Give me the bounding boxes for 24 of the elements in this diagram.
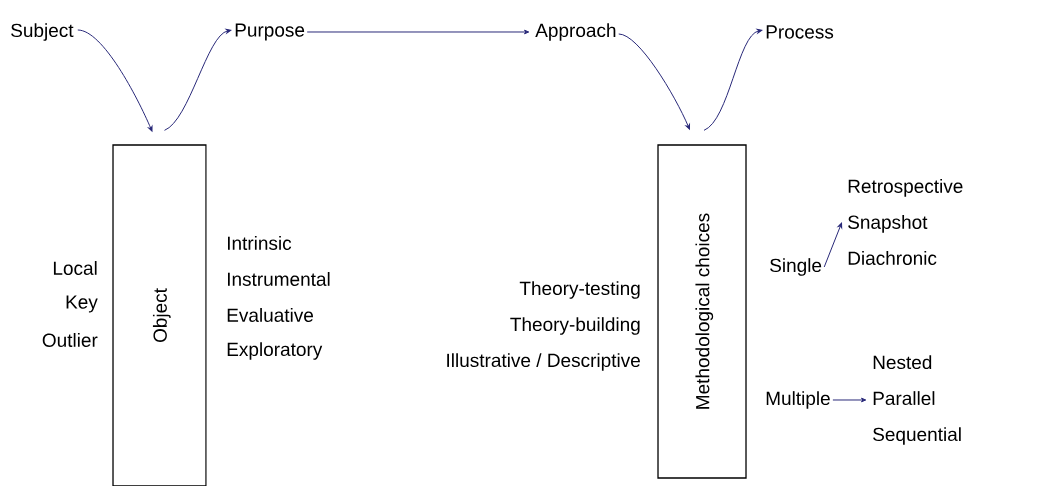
text-list: Nested Parallel Sequential bbox=[873, 355, 961, 445]
label: Theory-building bbox=[510, 317, 640, 335]
text-box: Object bbox=[112, 144, 207, 486]
arrow bbox=[703, 28, 763, 131]
arrow bbox=[823, 222, 843, 268]
arrow bbox=[832, 397, 867, 403]
label: Process bbox=[766, 25, 834, 39]
text-box: Methodological choices bbox=[657, 144, 747, 479]
label: Subject bbox=[11, 23, 74, 41]
label: Purpose bbox=[235, 23, 305, 41]
label: Evaluative bbox=[227, 308, 313, 322]
label: Illustrative / Descriptive bbox=[447, 353, 640, 371]
text-list: Retrospective Snapshot Diachronic bbox=[848, 179, 963, 265]
label: Multiple bbox=[766, 391, 830, 409]
label: Theory-testing bbox=[519, 281, 640, 299]
arrow bbox=[618, 33, 690, 130]
label: Instrumental bbox=[227, 272, 330, 286]
arrow bbox=[77, 29, 153, 132]
label: Approach bbox=[535, 23, 616, 41]
arrow bbox=[306, 29, 530, 35]
label: Exploratory bbox=[227, 342, 323, 360]
label: Intrinsic bbox=[227, 236, 292, 250]
label: Single bbox=[770, 258, 822, 276]
arrow bbox=[164, 28, 232, 131]
